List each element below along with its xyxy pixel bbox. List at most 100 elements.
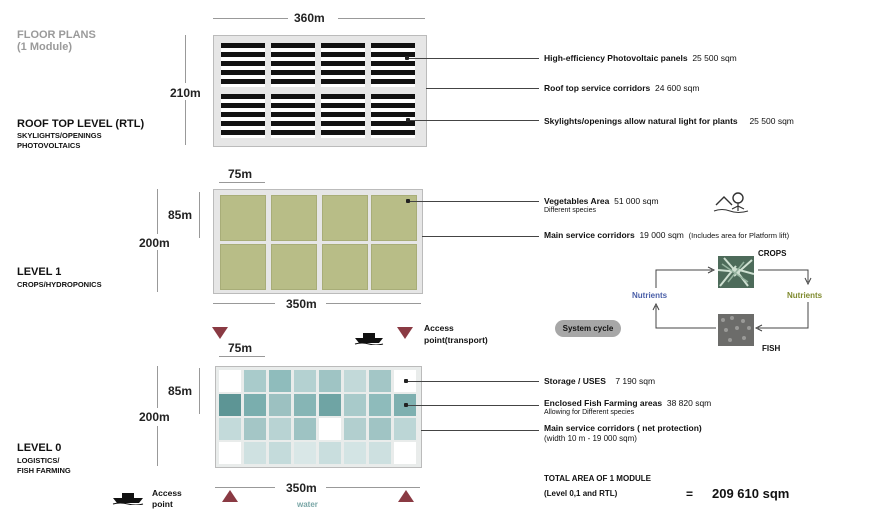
fish-tank-cell [369, 418, 391, 440]
leader-line [410, 120, 539, 121]
cycle-crops-label: CROPS [758, 249, 787, 258]
cycle-fish-label: FISH [762, 344, 781, 353]
pv-panel [221, 94, 265, 138]
crop-area [322, 195, 368, 241]
cycle-arrows [652, 266, 812, 332]
crops-photo [718, 256, 754, 288]
level1-floor-plan [213, 189, 423, 294]
rtl-floor-plan [213, 35, 427, 147]
total-value: 209 610 sqm [712, 486, 790, 501]
access-bottom-line2: point [152, 499, 173, 509]
rtl-width-dimension-line-right [338, 18, 425, 19]
rtl-annotation-corridors: Roof top service corridors 24 600 sqm [544, 83, 699, 93]
access-marker-left [212, 327, 228, 339]
fish-tank-cell [319, 370, 341, 392]
leader-dot [406, 199, 410, 203]
crop-area [371, 244, 417, 290]
total-label-line2: (Level 0,1 and RTL) [544, 489, 618, 498]
fish-tank-cell [219, 442, 241, 464]
pv-panel [271, 43, 315, 87]
vegetables-value: 51 000 sqm [614, 196, 659, 206]
fish-tank-cell [369, 442, 391, 464]
rtl-title: ROOF TOP LEVEL (RTL) [17, 118, 145, 130]
l0-height-line [157, 366, 158, 408]
pv-panels-value: 25 500 sqm [692, 53, 737, 63]
l0-height-label: 200m [139, 410, 170, 424]
l0-subtitle-1: LOGISTICS/ [17, 456, 60, 465]
fish-tank-cell [219, 370, 241, 392]
l0-module-height-label: 85m [168, 384, 193, 398]
leader-line [426, 88, 539, 89]
fish-tank-cell [219, 418, 241, 440]
pv-panel [321, 43, 365, 87]
rtl-width-dimension-line [213, 18, 288, 19]
l1-module-width-label: 75m [228, 167, 253, 181]
l1-height-line-bottom [157, 250, 158, 292]
fish-tank-cell [269, 394, 291, 416]
l1-title: LEVEL 1 [17, 266, 62, 278]
fish-photo [718, 314, 754, 346]
access-marker-bottom-left [222, 490, 238, 502]
fish-farming-value: 38 820 sqm [666, 398, 712, 408]
l0-annotation-fish: Enclosed Fish Farming areas 38 820 sqm [544, 398, 711, 408]
l0-width-label: 350m [286, 481, 317, 495]
leader-dot [406, 118, 410, 122]
l1-subtitle: CROPS/HYDROPONICS [17, 280, 102, 289]
nutrients-left-label: Nutrients [632, 291, 668, 300]
fish-tank-cell [319, 394, 341, 416]
l1-height-label: 200m [139, 236, 170, 250]
access-marker-bottom-right [398, 490, 414, 502]
fish-tank-cell [394, 442, 416, 464]
rtl-corridors-label: Roof top service corridors [544, 83, 651, 93]
l0-corridors-note: (width 10 m - 19 000 sqm) [544, 434, 637, 443]
leader-dot [405, 56, 409, 60]
floor-plans-subtitle: (1 Module) [17, 41, 72, 53]
pv-panel [321, 94, 365, 138]
fish-tank-cell [344, 418, 366, 440]
l1-width-label: 350m [286, 297, 317, 311]
storage-value: 7 190 sqm [615, 376, 656, 386]
system-cycle-badge: System cycle [555, 320, 621, 337]
rtl-subtitle-2: PHOTOVOLTAICS [17, 141, 81, 150]
l1-width-line-right [326, 303, 421, 304]
fish-tank-cell [269, 442, 291, 464]
fish-tank-cell [319, 442, 341, 464]
access-transport-line1: Access [424, 323, 454, 333]
fish-tank-cell [269, 370, 291, 392]
l1-corridors-label: Main service corridors [544, 230, 635, 240]
vegetables-note: Different species [544, 207, 597, 214]
l0-width-line-right [326, 487, 420, 488]
l0-module-width-label: 75m [228, 341, 253, 355]
crop-area [220, 195, 266, 241]
fish-tank-cell [344, 442, 366, 464]
pv-panel [271, 94, 315, 138]
fish-tank-cell [294, 370, 316, 392]
crop-area [271, 244, 317, 290]
vegetables-label: Vegetables Area [544, 196, 610, 206]
fish-tank-cell [244, 394, 266, 416]
rtl-annotation-pv: High-efficiency Photovoltaic panels 25 5… [544, 53, 737, 63]
l1-corridors-value: 19 000 sqm [639, 230, 684, 240]
fish-tank-cell [344, 394, 366, 416]
access-marker-right [397, 327, 413, 339]
rtl-subtitle-1: SKYLIGHTS/OPENINGS [17, 131, 102, 140]
pv-panel [221, 43, 265, 87]
rtl-width-label: 360m [294, 11, 325, 25]
leader-line [421, 430, 539, 431]
leader-line [410, 201, 539, 202]
fish-tank-cell [269, 418, 291, 440]
l0-annotation-storage: Storage / USES 7 190 sqm [544, 376, 655, 386]
l1-module-height-label: 85m [168, 208, 193, 222]
l0-width-line [215, 487, 275, 488]
fish-tank-cell [219, 394, 241, 416]
l0-module-width-line [219, 356, 265, 357]
nutrients-right-label: Nutrients [787, 291, 823, 300]
leader-line [408, 405, 539, 406]
crop-area [371, 195, 417, 241]
hydroponic-plant-icon [713, 192, 749, 213]
l0-subtitle-2: FISH FARMING [17, 466, 71, 475]
l0-height-line-bottom [157, 426, 158, 466]
crop-area [271, 195, 317, 241]
l1-module-width-line [219, 182, 265, 183]
l0-title: LEVEL 0 [17, 442, 62, 454]
